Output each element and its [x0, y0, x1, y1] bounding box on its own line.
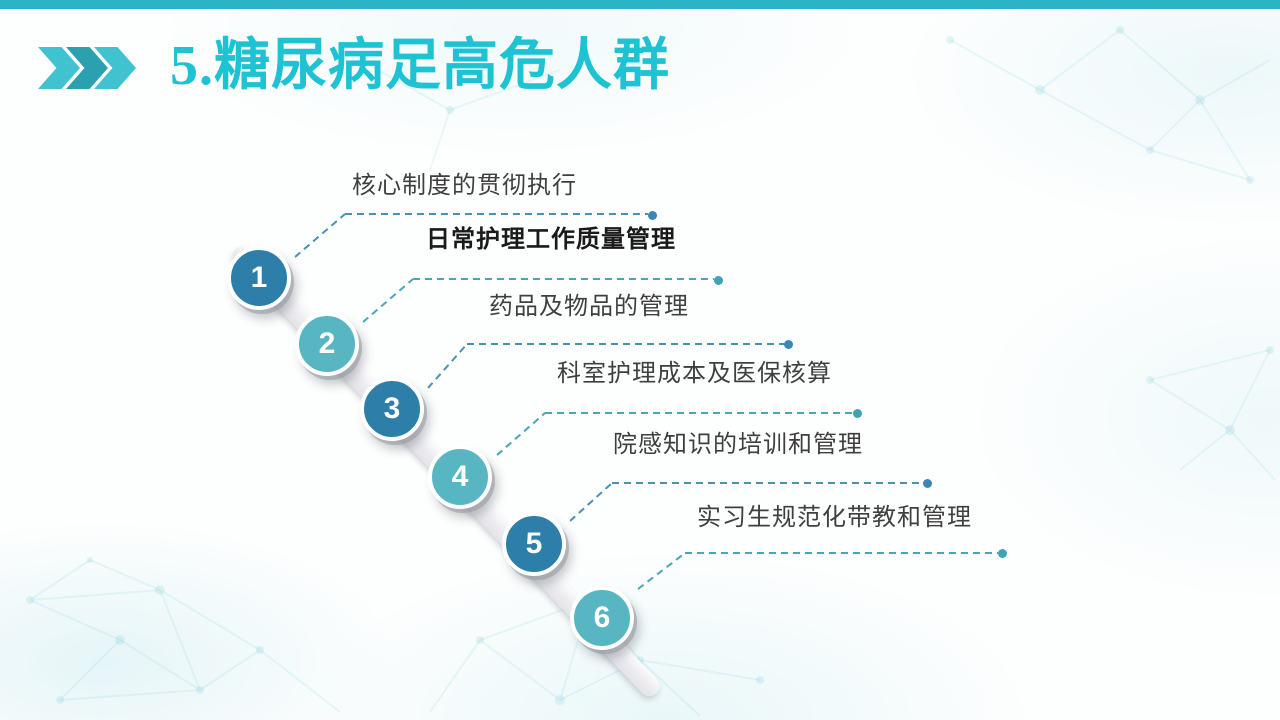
connector-line — [413, 278, 714, 280]
connector-line — [345, 213, 648, 215]
connector-line — [685, 552, 998, 554]
step-number: 3 — [383, 392, 401, 425]
slide-title: 5.糖尿病足高危人群 — [170, 35, 670, 97]
step-circle: 1 — [227, 246, 291, 310]
step-label: 实习生规范化带教和管理 — [697, 505, 972, 531]
connector-line — [545, 412, 853, 414]
step-number: 1 — [250, 261, 268, 294]
step-circle: 5 — [502, 512, 566, 576]
step-number: 5 — [525, 527, 543, 560]
connector-dot-icon — [714, 276, 723, 285]
step-circle: 3 — [360, 377, 424, 441]
connector-dot-icon — [853, 409, 862, 418]
step-label: 科室护理成本及医保核算 — [557, 361, 832, 387]
connector-dot-icon — [998, 549, 1007, 558]
step-circle: 2 — [295, 312, 359, 376]
step-label: 药品及物品的管理 — [489, 294, 689, 320]
step-number: 4 — [451, 460, 469, 493]
triple-chevron-right-icon — [38, 47, 170, 89]
step-circle: 4 — [428, 445, 492, 509]
step-label: 日常护理工作质量管理 — [426, 227, 676, 253]
step-number: 6 — [593, 601, 611, 634]
step-label: 院感知识的培训和管理 — [613, 432, 863, 458]
connector-dot-icon — [648, 211, 657, 220]
step-label: 核心制度的贯彻执行 — [352, 173, 577, 199]
step-number: 2 — [318, 327, 336, 360]
top-accent-bar — [0, 0, 1280, 9]
step-circle: 6 — [570, 586, 634, 650]
connector-line — [612, 482, 923, 484]
connector-line — [467, 343, 784, 345]
connector-dot-icon — [923, 479, 932, 488]
connector-dot-icon — [784, 340, 793, 349]
